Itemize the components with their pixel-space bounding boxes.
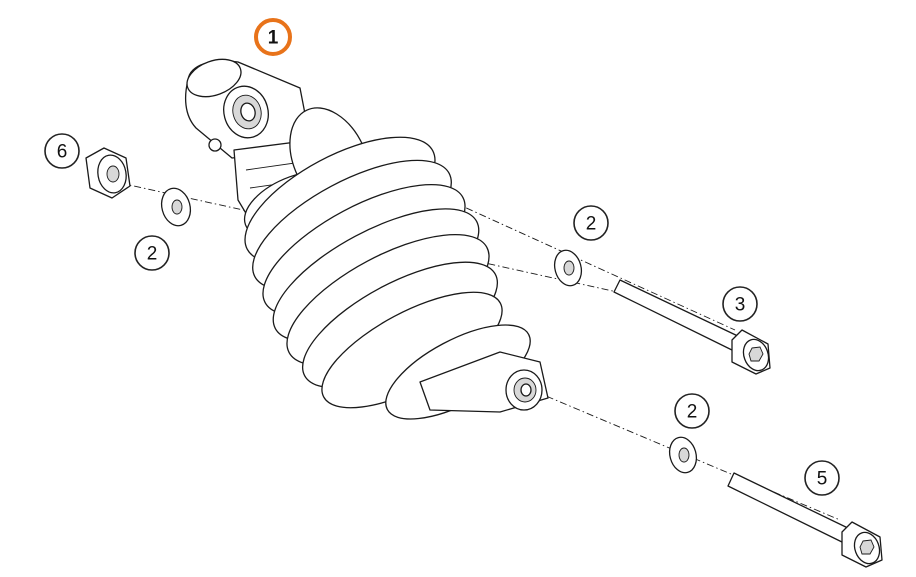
callout-part-3: 3 xyxy=(722,286,758,322)
upper-eye-inner xyxy=(240,102,256,122)
lower-bolt xyxy=(727,472,883,568)
upper-bolt-hex-socket xyxy=(748,346,764,362)
callouts: 1 6 2 2 3 2 5 xyxy=(44,18,840,496)
callout-part-1: 1 xyxy=(254,18,292,56)
callout-part-2-lower-right: 2 xyxy=(674,393,710,429)
callout-label-2-lower-right: 2 xyxy=(687,402,698,423)
lower-bolt-hex-socket xyxy=(859,539,875,555)
nut-bore xyxy=(106,165,120,183)
upper-bolt xyxy=(613,279,771,375)
callout-part-2-left: 2 xyxy=(134,235,170,271)
callout-label-6: 6 xyxy=(57,142,68,163)
shock-lower-end xyxy=(385,324,549,420)
callout-part-5: 5 xyxy=(804,460,840,496)
callout-label-3: 3 xyxy=(735,295,746,316)
callout-part-6: 6 xyxy=(44,133,80,169)
shock-top-head-cap xyxy=(186,58,242,98)
callout-label-2-left: 2 xyxy=(147,244,158,265)
callout-label-2-upper-right: 2 xyxy=(586,214,597,235)
head-screw xyxy=(208,138,222,152)
washer-upper-right xyxy=(553,249,583,287)
callout-part-2-upper-right: 2 xyxy=(573,205,609,241)
lower-eye-inner xyxy=(520,383,532,397)
spring-coils xyxy=(244,136,503,409)
upper-bolt-shank xyxy=(613,279,743,353)
washer-left xyxy=(160,187,192,227)
washers xyxy=(160,187,698,474)
callout-label-5: 5 xyxy=(817,469,828,490)
nut xyxy=(85,147,131,199)
washer-lower-right xyxy=(668,436,698,474)
callout-label-1: 1 xyxy=(268,28,279,49)
